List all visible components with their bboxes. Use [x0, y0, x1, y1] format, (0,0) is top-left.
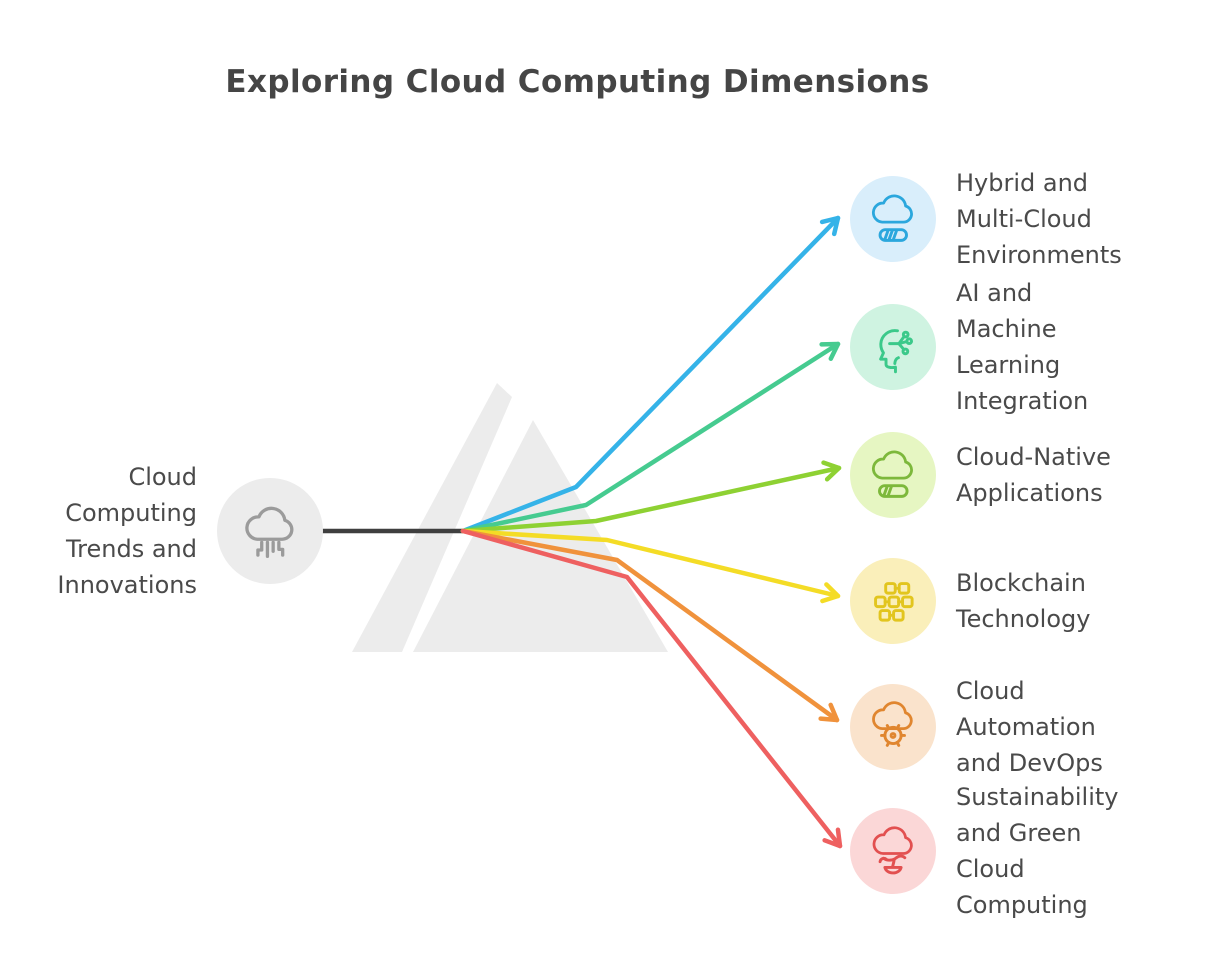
root-node-label: Cloud Computing Trends and Innovations	[57, 463, 197, 599]
branch-line-ai	[460, 341, 841, 534]
arrowhead-blockchain-icon	[820, 582, 841, 604]
diagram-title: Exploring Cloud Computing Dimensions	[225, 64, 930, 100]
branch-label-cloud-native: Cloud-Native Applications	[956, 443, 1111, 507]
arrowhead-hybrid-icon	[819, 215, 841, 237]
prism-left-facet	[352, 383, 512, 652]
blockchain-blocks-icon	[874, 582, 914, 622]
branch-label-hybrid: Hybrid and Multi-Cloud Environments	[956, 169, 1122, 269]
cloud-gear-icon	[872, 701, 913, 747]
branch-label-automation: Cloud Automation and DevOps	[956, 677, 1103, 777]
branch-line-hybrid	[460, 215, 841, 534]
branch-label-ai: AI and Machine Learning Integration	[956, 279, 1089, 415]
branch-label-blockchain: Blockchain Technology	[956, 569, 1091, 633]
branch-line-cloud-native	[460, 465, 842, 534]
arrowhead-automation-icon	[818, 702, 840, 723]
branch-label-sustainability: Sustainability and Green Cloud Computing	[956, 783, 1119, 919]
arrowhead-sustainability-icon	[822, 827, 843, 849]
cloud-tree-icon	[872, 826, 913, 875]
arrowhead-cloud-native-icon	[821, 460, 842, 482]
ai-head-circuit-icon	[879, 329, 914, 374]
branch-circle-sustainability	[850, 808, 936, 894]
branch-line-automation	[460, 528, 840, 723]
branch-line-blockchain	[460, 528, 841, 599]
arrowhead-ai-icon	[819, 341, 841, 361]
cloud-bar-icon	[871, 450, 913, 498]
branch-circle-blockchain	[850, 558, 936, 644]
branch-circle-cloud-native	[850, 432, 936, 518]
cloud-circuit-icon	[245, 506, 294, 559]
branch-line-sustainability	[460, 528, 843, 849]
branch-circle-hybrid	[850, 176, 936, 262]
root-node-circle	[217, 478, 323, 584]
branch-circle-ai	[850, 304, 936, 390]
cloud-progress-icon	[871, 194, 913, 242]
